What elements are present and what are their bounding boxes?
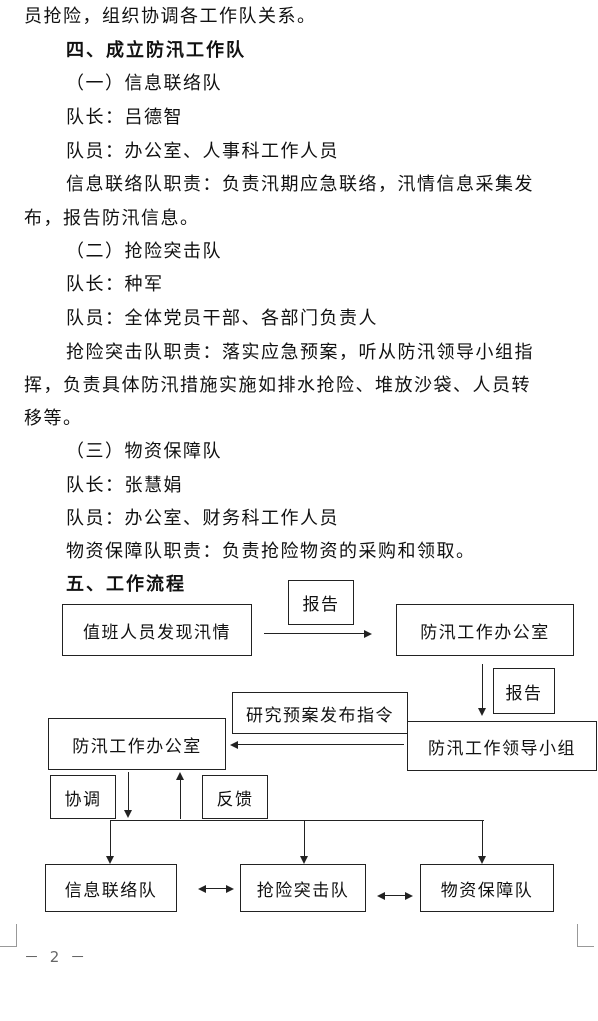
team-duty: 抢险突击队职责：落实应急预案，听从防汛领导小组指 [66, 342, 534, 363]
label-feedback: 反馈 [202, 775, 268, 819]
arrow-line [482, 664, 483, 708]
box-team-rescue: 抢险突击队 [240, 864, 366, 912]
arrow-line [180, 779, 181, 819]
team-members: 队员：办公室、人事科工作人员 [66, 141, 339, 162]
double-arrow-line [383, 895, 405, 896]
arrow-head-down [124, 810, 132, 818]
arrow-head-left [377, 892, 385, 900]
team-duty-continued: 挥，负责具体防汛措施实施如排水抢险、堆放沙袋、人员转 [24, 375, 531, 396]
arrow-line [128, 772, 129, 810]
arrow-line [110, 820, 111, 856]
box-leader-group: 防汛工作领导小组 [407, 721, 597, 771]
team-duty: 物资保障队职责：负责抢险物资的采购和领取。 [66, 541, 476, 562]
team-leader: 队长：种军 [66, 274, 164, 295]
arrow-line [238, 744, 404, 745]
page-number: － 2 － [24, 948, 89, 966]
arrow-head-down [478, 856, 486, 864]
double-arrow-line [204, 888, 226, 889]
arrow-head-down [478, 708, 486, 716]
subsection-heading: （二）抢险突击队 [66, 241, 222, 262]
subsection-heading: （一）信息联络队 [66, 73, 222, 94]
team-leader: 队长：张慧娟 [66, 475, 183, 496]
label-coord: 协调 [50, 775, 116, 819]
arrow-head-right [364, 630, 372, 638]
section-heading-4: 四、成立防汛工作队 [66, 40, 246, 61]
section-heading-5: 五、工作流程 [66, 574, 186, 595]
paragraph-line: 员抢险，组织协调各工作队关系。 [24, 6, 317, 27]
arrow-line [264, 633, 364, 634]
subsection-heading: （三）物资保障队 [66, 441, 222, 462]
box-office-2: 防汛工作办公室 [48, 718, 226, 770]
arrow-head-right [226, 885, 234, 893]
label-report-1: 报告 [288, 580, 354, 625]
page-corner-mark [0, 924, 17, 947]
team-duty-continued: 布，报告防汛信息。 [24, 208, 200, 229]
arrow-head-down [106, 856, 114, 864]
arrow-head-left [198, 885, 206, 893]
box-team-liaison: 信息联络队 [45, 864, 177, 912]
team-leader: 队长：吕德智 [66, 107, 183, 128]
arrow-head-down [300, 856, 308, 864]
team-members: 队员：办公室、财务科工作人员 [66, 508, 339, 529]
box-team-supply: 物资保障队 [420, 864, 554, 912]
arrow-head-left [230, 741, 238, 749]
label-plan: 研究预案发布指令 [232, 692, 408, 734]
branch-line [110, 820, 484, 821]
arrow-line [304, 820, 305, 856]
label-report-2: 报告 [493, 668, 555, 714]
arrow-line [482, 820, 483, 856]
team-duty-continued: 移等。 [24, 408, 83, 429]
arrow-head-up [176, 772, 184, 780]
box-office-1: 防汛工作办公室 [396, 604, 574, 656]
box-discover: 值班人员发现汛情 [62, 604, 252, 656]
team-members: 队员：全体党员干部、各部门负责人 [66, 308, 378, 329]
team-duty: 信息联络队职责：负责汛期应急联络，汛情信息采集发 [66, 174, 534, 195]
arrow-head-right [405, 892, 413, 900]
page-corner-mark [577, 924, 594, 947]
